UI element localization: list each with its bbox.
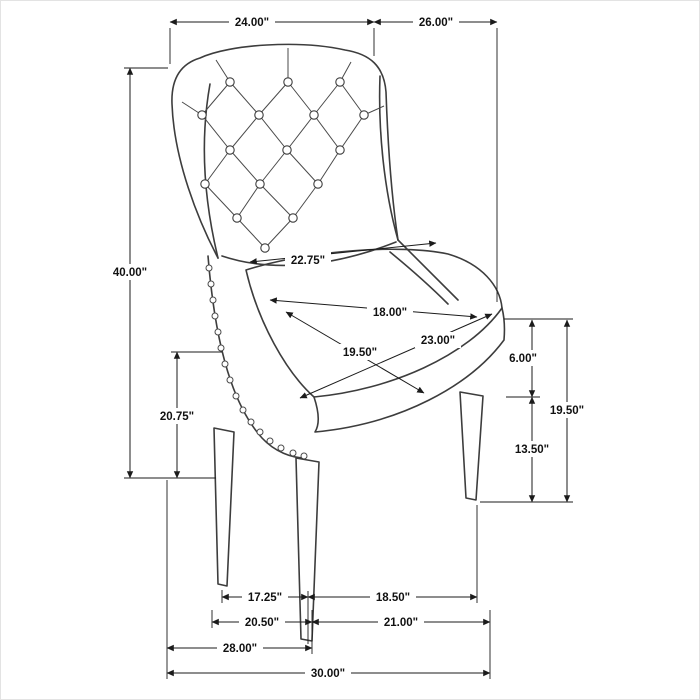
dim-label-overall-depth: 30.00" — [311, 668, 345, 680]
chair-left-wing-crease — [203, 83, 219, 259]
dim-top-back-width: 24.00" — [169, 14, 375, 64]
dim-label-overall-height: 40.00" — [113, 267, 147, 279]
dim-leg-clearance: 13.50" — [480, 396, 573, 503]
dim-overall-height: 40.00" — [107, 67, 216, 479]
dim-label-seat-depth: 19.50" — [343, 347, 377, 359]
dim-label-base-front-width: 20.50" — [245, 617, 279, 629]
nailhead-trim — [205, 264, 308, 460]
dim-side-leg-span: 18.50" — [307, 505, 478, 605]
dim-label-front-leg-span: 17.25" — [248, 592, 282, 604]
dim-front-leg-span: 17.25" — [221, 589, 309, 644]
seat-cushion — [245, 248, 503, 398]
dim-inner-back-width: 22.75" — [249, 240, 437, 268]
chair-back-outline — [171, 43, 399, 259]
dim-label-cushion-thickness: 6.00" — [509, 353, 537, 365]
dim-overall-depth: 30.00" — [166, 665, 491, 681]
tufting-buttons — [197, 77, 369, 253]
dim-label-arm-height: 20.75" — [160, 411, 194, 423]
dim-label-seat-height: 19.50" — [550, 405, 584, 417]
seat-skirt — [313, 307, 506, 433]
dim-base-side-depth: 21.00" — [311, 610, 491, 679]
dim-label-base-side-depth: 21.00" — [384, 617, 418, 629]
dim-seat-diagonal: 23.00" — [299, 313, 493, 399]
dim-label-side-leg-span: 18.50" — [376, 592, 410, 604]
left-side-panel — [207, 255, 306, 459]
dim-cushion-thickness: 6.00" — [503, 318, 573, 398]
dim-overall-width: 28.00" — [166, 480, 313, 679]
dim-base-front-width: 20.50" — [211, 610, 313, 654]
dim-label-overall-width: 28.00" — [223, 643, 257, 655]
tufting-lines — [181, 48, 385, 249]
dim-label-leg-clearance: 13.50" — [515, 444, 549, 456]
chair-right-wing-crease — [378, 75, 399, 241]
rear-left-leg — [213, 427, 235, 587]
dim-label-inner-back-width: 22.75" — [291, 255, 325, 267]
dim-arm-height: 20.75" — [154, 351, 222, 479]
dim-seat-height: 19.50" — [544, 319, 590, 503]
dim-label-top-seat-depth: 26.00" — [419, 17, 453, 29]
dim-label-seat-diagonal: 23.00" — [421, 335, 455, 347]
dim-label-top-back-width: 24.00" — [235, 17, 269, 29]
front-right-leg — [459, 391, 484, 501]
dim-label-seat-front-width: 18.00" — [373, 307, 407, 319]
dim-top-seat-depth: 26.00" — [373, 14, 498, 302]
dim-seat-depth: 19.50" — [285, 311, 425, 394]
front-left-leg — [295, 457, 320, 642]
